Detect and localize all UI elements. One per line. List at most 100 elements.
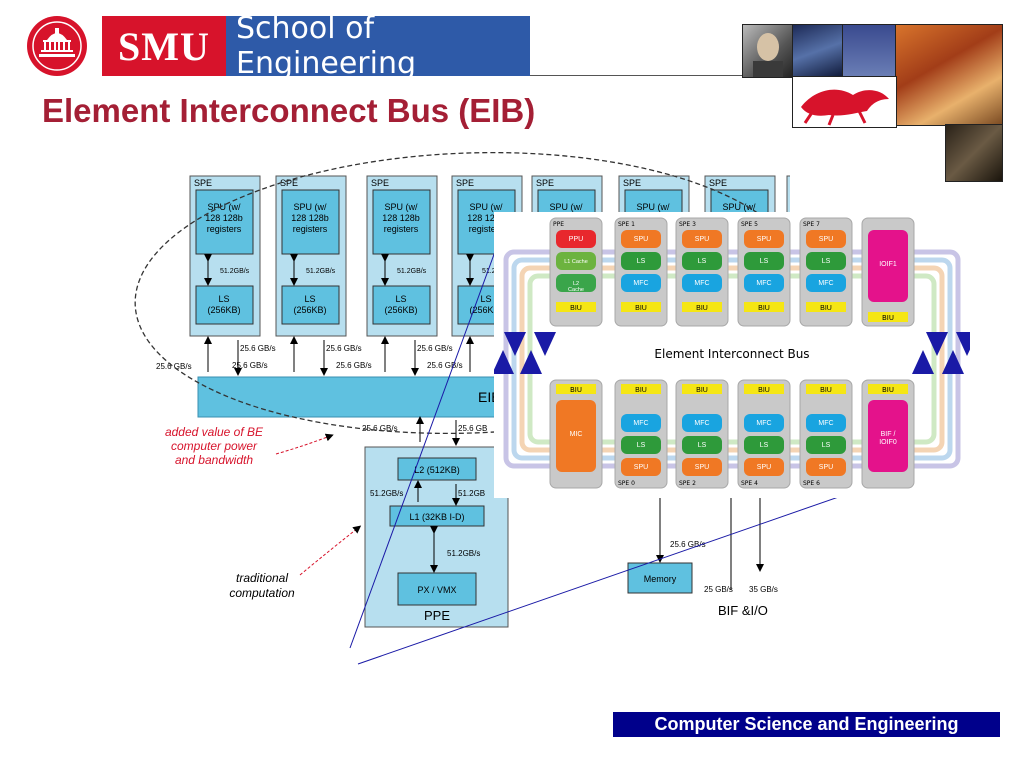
unit-main-label: BIF /IOIF0 (879, 431, 897, 446)
bus-bw: 25.6 GB/s (427, 361, 463, 370)
unit-part (744, 274, 784, 292)
header-photo-sky (842, 24, 897, 78)
unit-part (744, 252, 784, 270)
school-banner: SMU School of Engineering (102, 11, 530, 81)
ls-bw: 51.2GB/s (306, 268, 336, 275)
unit-id: SPE 0 (618, 480, 635, 487)
bus-arrow-down (534, 332, 556, 356)
unit-part-label: MFC (818, 420, 833, 427)
unit-part (806, 274, 846, 292)
unit-part (682, 414, 722, 432)
spe-label: SPE (456, 178, 474, 188)
unit-part (806, 436, 846, 454)
unit-id: SPE 5 (741, 221, 758, 228)
spu-box (372, 189, 431, 255)
unit-part (806, 458, 846, 476)
unit-part (806, 384, 846, 394)
bus-bw: 25.6 GB/s (336, 361, 372, 370)
unit-id: PPE (553, 221, 564, 228)
unit-part (621, 414, 661, 432)
spu-box (281, 189, 340, 255)
spe-label: SPE (371, 178, 389, 188)
unit-part-label: BIU (820, 387, 832, 394)
unit-main-part (868, 400, 908, 472)
unit-part-label: L1 Cache (564, 259, 588, 265)
bus-arrow-down (956, 332, 970, 356)
unit-part (682, 384, 722, 394)
school-name: School of Engineering (226, 11, 530, 81)
ls-box (281, 285, 340, 325)
io-bw-2: 35 GB/s (749, 585, 778, 594)
ls-bw: 51.2GB/s (397, 268, 427, 275)
unit-part-label: LS (637, 258, 646, 265)
header-photo-autumn (895, 24, 1003, 126)
unit-part (744, 384, 784, 394)
unit-part-label: MFC (694, 280, 709, 287)
bus-arrow-up (494, 350, 514, 374)
biu-label: BIU (882, 386, 894, 394)
unit-part-label: LS (822, 258, 831, 265)
io-bw-1: 25 GB/s (704, 585, 733, 594)
unit-part-label: SPU (757, 464, 771, 471)
unit-part-label: SPU (819, 464, 833, 471)
traditional-line1: traditional (236, 571, 288, 585)
unit-part-label: BIU (758, 305, 770, 312)
added-value-line1: added value of BE (165, 425, 264, 439)
unit-part-label: LS (760, 258, 769, 265)
spe-label: SPE (623, 178, 641, 188)
eib-left-bw: 25.6 GB/s (156, 362, 192, 371)
unit-part-label: MFC (756, 280, 771, 287)
bus-bw: 25.6 GB/s (240, 344, 276, 353)
unit-main-part (868, 230, 908, 302)
unit-part (806, 230, 846, 248)
unit-part-label: SPU (695, 464, 709, 471)
unit-part (806, 302, 846, 312)
unit-part-label: BIU (696, 305, 708, 312)
unit-part (682, 230, 722, 248)
unit-part (556, 252, 596, 270)
ppe-bw-l1: 51.2GB/s (447, 549, 480, 558)
unit-part (556, 302, 596, 312)
unit-id: SPE 6 (803, 480, 820, 487)
biu-block (868, 384, 908, 394)
unit-part-label: MFC (818, 280, 833, 287)
unit-part (806, 414, 846, 432)
unit-part (744, 436, 784, 454)
unit-part (621, 274, 661, 292)
biu-label: BIU (882, 314, 894, 322)
unit-part-label: BIU (820, 305, 832, 312)
ppe-l2-label: L2 (512KB) (414, 465, 460, 475)
unit-part-label: LS (637, 442, 646, 449)
biu-block (868, 312, 908, 322)
ppe-label: PPE (424, 608, 450, 623)
unit-main-label: MIC (570, 431, 583, 438)
ls-label: LS(256KB) (384, 294, 417, 315)
unit-main-label: IOIF1 (879, 261, 897, 268)
unit-main-part (556, 400, 596, 472)
bus-arrow-up (520, 350, 542, 374)
dashed-ellipse (134, 151, 790, 435)
header-photo-building (792, 24, 844, 78)
unit-part-label: MFC (694, 420, 709, 427)
header-photo-mustang (792, 76, 897, 128)
unit-id: SPE 3 (679, 221, 696, 228)
ppe-bw-top-right: 25.6 GB (458, 424, 487, 433)
header-photo-students (945, 124, 1003, 182)
unit-part-label: BIU (758, 387, 770, 394)
unit-id: SPE 4 (741, 480, 758, 487)
unit-part (621, 458, 661, 476)
smu-brand: SMU (102, 16, 226, 76)
unit-id: SPE 1 (618, 221, 635, 228)
unit-part-label: LS (698, 442, 707, 449)
bus-bw: 25.6 GB/s (326, 344, 362, 353)
spe-label: SPE (709, 178, 727, 188)
unit-part (682, 274, 722, 292)
unit-part (744, 302, 784, 312)
unit-part-label: LS (760, 442, 769, 449)
memory-bw: 25.6 GB/s (670, 540, 706, 549)
unit-part (621, 252, 661, 270)
unit-part-label: MFC (633, 420, 648, 427)
ppe-core-label: PX / VMX (417, 585, 456, 595)
